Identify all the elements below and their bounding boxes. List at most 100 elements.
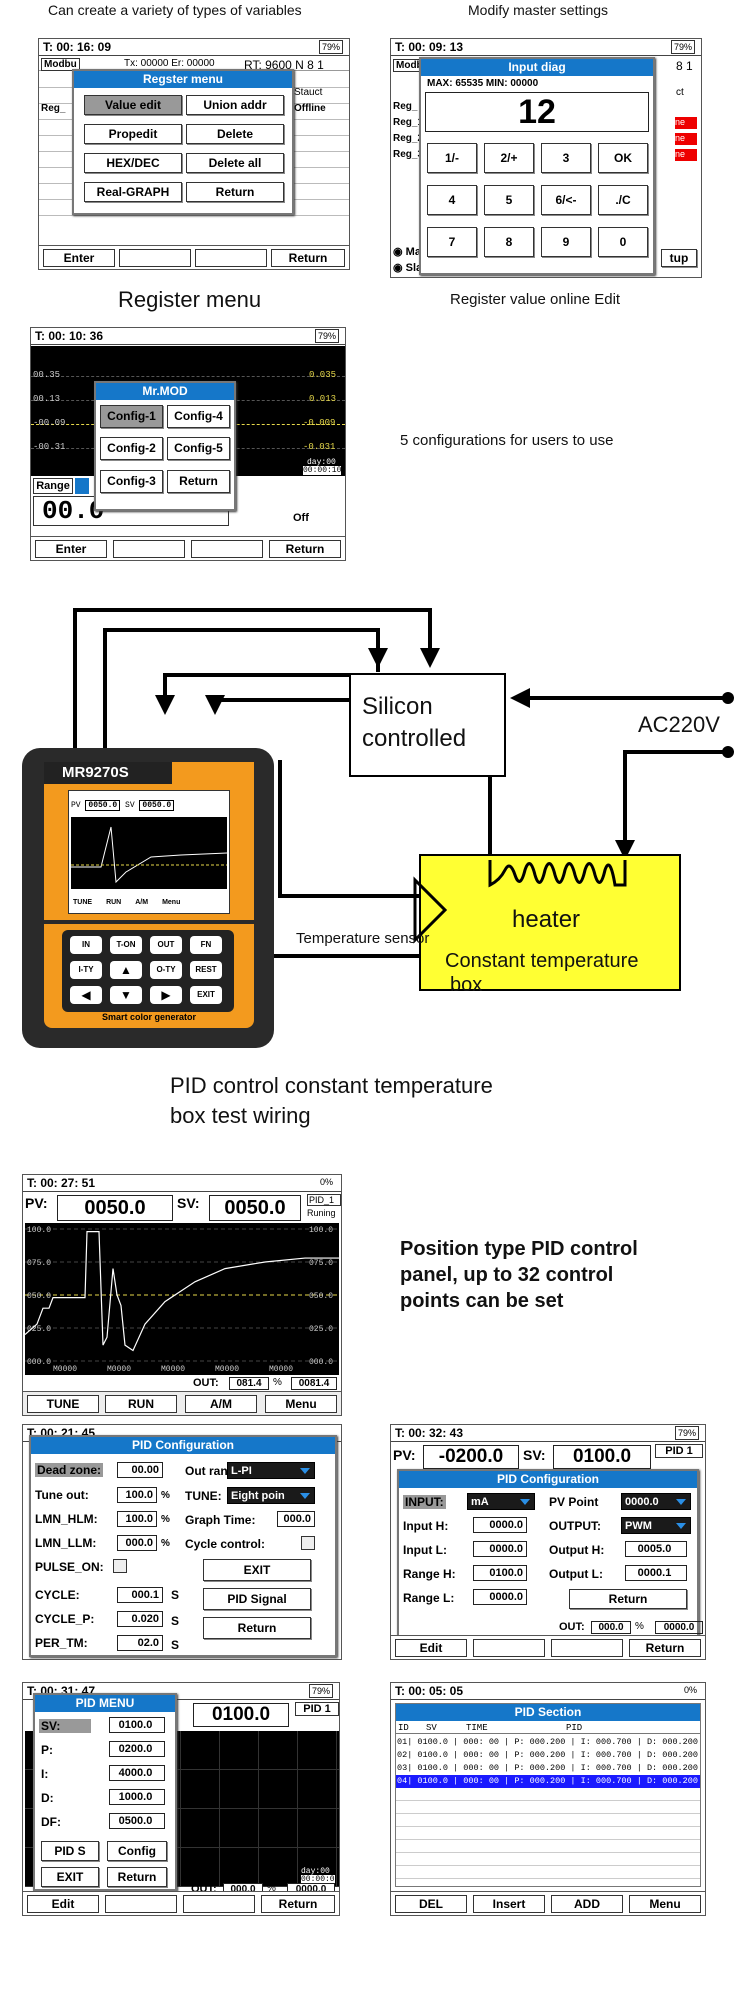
range-h-field[interactable]: 0100.0 — [473, 1565, 527, 1581]
arrow-key-icon[interactable]: ◀ — [70, 986, 102, 1004]
output-select[interactable]: PWM — [621, 1517, 691, 1534]
master-radio[interactable]: ◉ Ma — [393, 246, 421, 258]
output-l-field[interactable]: 0000.1 — [625, 1565, 687, 1581]
d-field[interactable]: 1000.0 — [109, 1789, 165, 1805]
edit-button[interactable]: Edit — [27, 1895, 99, 1913]
config-3-button[interactable]: Config-3 — [100, 470, 163, 493]
setup-button[interactable]: tup — [661, 249, 697, 267]
key-button[interactable]: 5 — [484, 185, 534, 215]
df-field[interactable]: 0500.0 — [109, 1813, 165, 1829]
config-button[interactable]: Config — [107, 1841, 167, 1861]
lmn-llm-field[interactable]: 000.0 — [117, 1535, 157, 1551]
return-button[interactable]: Return — [629, 1639, 701, 1657]
device-key[interactable]: T-ON — [110, 936, 142, 954]
real-graph-button[interactable]: Real-GRAPH — [84, 182, 182, 202]
am-button[interactable]: A/M — [185, 1395, 257, 1413]
exit-button[interactable]: EXIT — [41, 1867, 99, 1887]
pv-point-select[interactable]: 0000.0 — [621, 1493, 691, 1510]
f2-button[interactable] — [105, 1895, 177, 1913]
i-field[interactable]: 4000.0 — [109, 1765, 165, 1781]
menu-button[interactable]: Menu — [265, 1395, 337, 1413]
pulse-checkbox[interactable] — [113, 1559, 127, 1573]
pid-s-button[interactable]: PID S — [41, 1841, 99, 1861]
menu-button[interactable]: Menu — [629, 1895, 701, 1913]
table-row[interactable]: 01| 0100.0 | 000: 00 | P: 000.200 | I: 0… — [397, 1737, 698, 1747]
f3-button[interactable] — [183, 1895, 255, 1913]
tune-select[interactable]: Eight poin — [227, 1487, 315, 1504]
arrow-key-icon[interactable]: ▶ — [150, 986, 182, 1004]
tune-button[interactable]: TUNE — [27, 1395, 99, 1413]
arrow-key-icon[interactable]: ▼ — [110, 986, 142, 1004]
sv-input[interactable]: 0100.0 — [553, 1445, 651, 1469]
out-range-select[interactable]: L-PI — [227, 1462, 315, 1479]
arrow-key-icon[interactable]: ▲ — [110, 961, 142, 979]
cycle-field[interactable]: 000.1 — [117, 1587, 163, 1603]
row-reg[interactable]: Reg_ — [393, 101, 418, 112]
key-button[interactable]: 9 — [541, 227, 591, 257]
f3-button[interactable] — [191, 540, 263, 558]
row-reg[interactable]: Reg_ — [41, 103, 66, 114]
config-4-button[interactable]: Config-4 — [167, 405, 230, 428]
return-button[interactable]: Return — [271, 249, 345, 267]
run-button[interactable]: RUN — [105, 1395, 177, 1413]
hex-dec-button[interactable]: HEX/DEC — [84, 153, 182, 173]
row-reg[interactable]: Reg_3 — [393, 149, 424, 160]
return-button[interactable]: Return — [107, 1867, 167, 1887]
range-button[interactable]: Range — [33, 478, 73, 494]
enter-button[interactable]: Enter — [35, 540, 107, 558]
edit-button[interactable]: Edit — [395, 1639, 467, 1657]
union-addr-button[interactable]: Union addr — [186, 95, 284, 115]
row-reg[interactable]: Reg_1 — [393, 117, 424, 128]
value-edit-button[interactable]: Value edit — [84, 95, 182, 115]
pid-signal-button[interactable]: PID Signal — [203, 1588, 311, 1610]
device-key[interactable]: I-TY — [70, 961, 102, 979]
return-button[interactable]: Return — [269, 540, 341, 558]
f2-button[interactable] — [473, 1639, 545, 1657]
device-key[interactable]: O-TY — [150, 961, 182, 979]
f2-button[interactable] — [119, 249, 191, 267]
value-input[interactable]: 12 — [425, 92, 649, 132]
cycle-control-checkbox[interactable] — [301, 1536, 315, 1550]
propedit-button[interactable]: Propedit — [84, 124, 182, 144]
tune-out-field[interactable]: 100.0 — [117, 1487, 157, 1503]
key-button[interactable]: 7 — [427, 227, 477, 257]
enter-button[interactable]: Enter — [43, 249, 115, 267]
key-button[interactable]: OK — [598, 143, 648, 173]
return-button[interactable]: Return — [261, 1895, 335, 1913]
config-2-button[interactable]: Config-2 — [100, 437, 163, 460]
del-button[interactable]: DEL — [395, 1895, 467, 1913]
per-tm-field[interactable]: 02.0 — [117, 1635, 163, 1651]
config-5-button[interactable]: Config-5 — [167, 437, 230, 460]
input-h-field[interactable]: 0000.0 — [473, 1517, 527, 1533]
f3-button[interactable] — [551, 1639, 623, 1657]
input-select[interactable]: mA — [467, 1493, 535, 1510]
p-field[interactable]: 0200.0 — [109, 1741, 165, 1757]
lmn-hlm-field[interactable]: 100.0 — [117, 1511, 157, 1527]
return-button[interactable]: Return — [167, 470, 230, 493]
key-button[interactable]: 8 — [484, 227, 534, 257]
device-key[interactable]: FN — [190, 936, 222, 954]
sv-input[interactable]: 0100.0 — [193, 1703, 289, 1727]
sv-input[interactable]: 0050.0 — [209, 1195, 301, 1221]
config-1-button[interactable]: Config-1 — [100, 405, 163, 428]
graph-time-field[interactable]: 000.0 — [277, 1511, 315, 1527]
device-key[interactable]: EXIT — [190, 986, 222, 1004]
range-l-field[interactable]: 0000.0 — [473, 1589, 527, 1605]
return-button[interactable]: Return — [203, 1617, 311, 1639]
delete-all-button[interactable]: Delete all — [186, 153, 284, 173]
output-h-field[interactable]: 0005.0 — [625, 1541, 687, 1557]
f2-button[interactable] — [113, 540, 185, 558]
table-row[interactable]: 02| 0100.0 | 000: 00 | P: 000.200 | I: 0… — [397, 1750, 698, 1760]
exit-button[interactable]: EXIT — [203, 1559, 311, 1581]
key-button[interactable]: 1/- — [427, 143, 477, 173]
insert-button[interactable]: Insert — [473, 1895, 545, 1913]
key-button[interactable]: 4 — [427, 185, 477, 215]
key-button[interactable]: 2/+ — [484, 143, 534, 173]
dead-zone-field[interactable]: 00.00 — [117, 1462, 163, 1478]
sv-field[interactable]: 0100.0 — [109, 1717, 165, 1733]
delete-button[interactable]: Delete — [186, 124, 284, 144]
key-button[interactable]: 3 — [541, 143, 591, 173]
device-key[interactable]: REST — [190, 961, 222, 979]
cycle-p-field[interactable]: 0.020 — [117, 1611, 163, 1627]
table-row-selected[interactable]: 04| 0100.0 | 000: 00 | P: 000.200 | I: 0… — [396, 1775, 700, 1788]
